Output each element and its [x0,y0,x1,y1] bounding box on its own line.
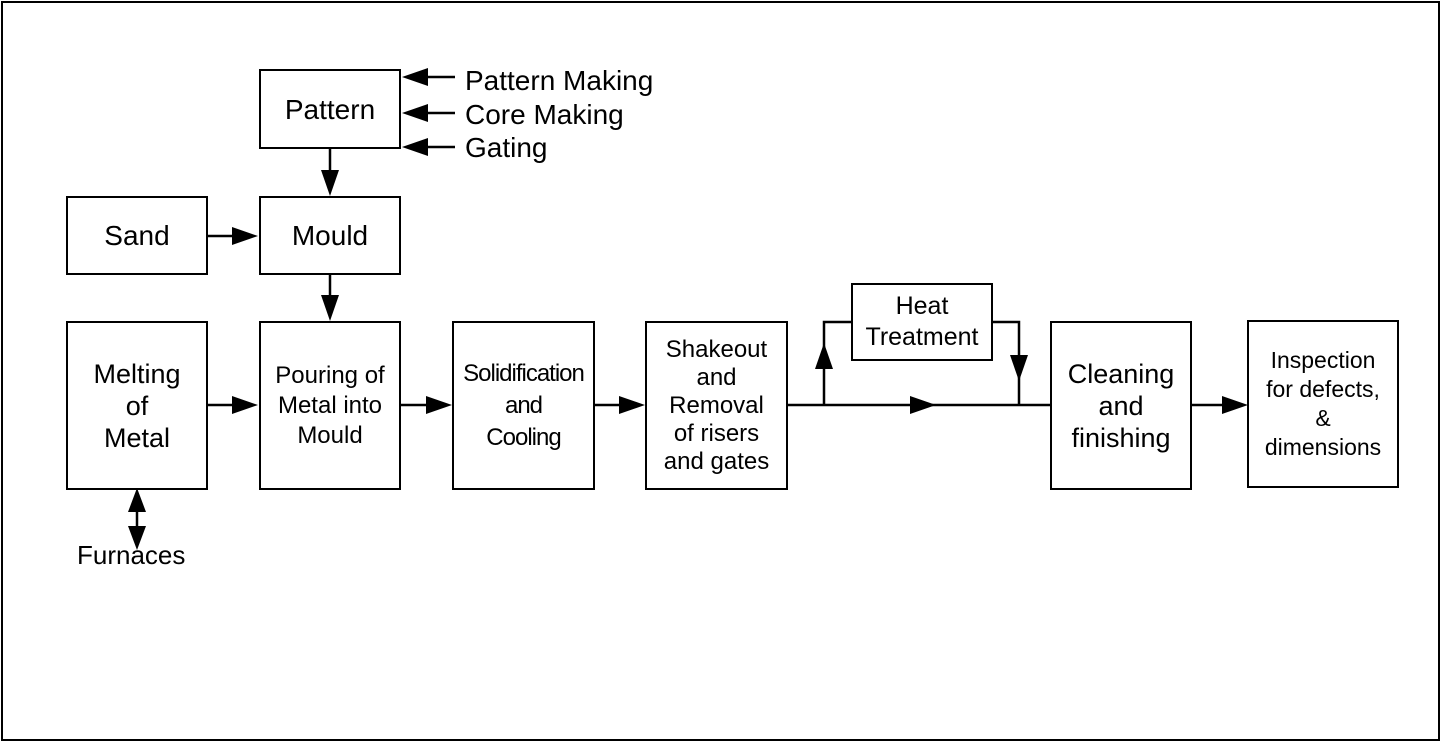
heat-treatment-box: Heat Treatment [851,283,993,361]
pouring-label: Pouring of Metal into Mould [275,361,385,449]
inspection-box: Inspection for defects, & dimensions [1247,320,1399,488]
inspection-label: Inspection for defects, & dimensions [1264,347,1382,460]
arrowhead-gating [402,138,428,156]
arrowhead-pouring-to-solidification [426,396,452,414]
arrowhead-core-making [402,104,428,122]
melting-label: Melting of Metal [93,358,181,453]
sand-label: Sand [104,220,170,251]
arrowhead-cleaning-to-inspection [1222,396,1248,414]
mould-label: Mould [291,220,369,251]
solidification-box: Solidification and Cooling [452,321,595,490]
shakeout-box: Shakeout and Removal of risers and gates [645,321,788,490]
arrowhead-flow-midline [910,396,936,414]
arrowhead-furnaces-up [128,488,146,512]
sand-box: Sand [66,196,208,275]
arrowhead-pattern-making [402,68,428,86]
heat-treatment-label: Heat Treatment [865,292,979,351]
mould-box: Mould [259,196,401,275]
arrowhead-solidification-to-shakeout [619,396,645,414]
arrowhead-to-heat-treatment [815,343,833,369]
line-branch-to-heat-treatment [822,320,852,405]
furnaces-label: Furnaces [77,540,186,570]
cleaning-box: Cleaning and finishing [1050,321,1192,490]
gating-label: Gating [465,132,548,163]
arrowhead-pattern-to-mould [321,170,339,196]
solidification-label: Solidification and Cooling [463,359,585,451]
core-making-label: Core Making [465,99,624,130]
arrowhead-melting-to-pouring [232,396,258,414]
arrowhead-furnaces-down [128,526,146,550]
arrowhead-sand-to-mould [232,227,258,245]
cleaning-label: Cleaning and finishing [1067,358,1175,453]
pattern-making-label: Pattern Making [465,65,654,96]
pouring-box: Pouring of Metal into Mould [259,321,401,490]
arrowhead-from-heat-treatment [1010,355,1028,381]
pattern-label: Pattern [284,93,376,125]
melting-box: Melting of Metal [66,321,208,490]
pattern-box: Pattern [259,69,401,149]
shakeout-label: Shakeout and Removal of risers and gates [663,335,770,475]
arrowhead-mould-to-pouring [321,295,339,321]
